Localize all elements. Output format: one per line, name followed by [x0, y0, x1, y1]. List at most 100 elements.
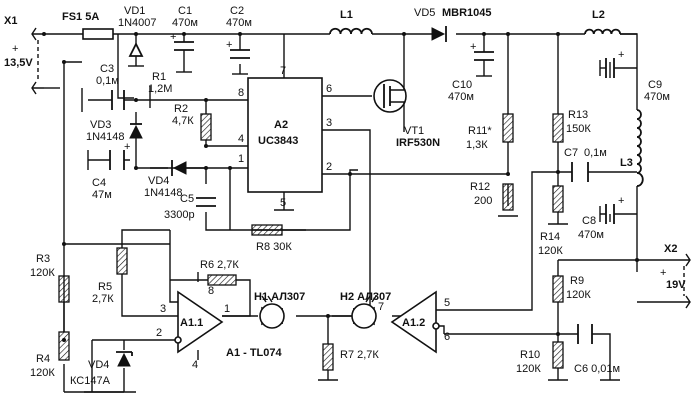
diode-vd1: VD1 1N4007 — [118, 5, 157, 57]
r2-value: 4,7К — [172, 115, 194, 127]
c5-value: 3300р — [164, 209, 195, 221]
c7-value: 0,1м — [584, 147, 607, 159]
pin-5: 5 — [280, 197, 286, 209]
c10-value: 470м — [448, 91, 474, 103]
fuse-fs1: FS1 5A — [62, 11, 114, 40]
x1-label: X1 — [4, 15, 17, 27]
l2-label: L2 — [592, 9, 605, 21]
r13-label: R13 — [568, 109, 588, 121]
r1-value: 1,2М — [148, 83, 172, 95]
led-h1: H1 АЛ307 — [254, 291, 305, 329]
resistor-r7: R7 2,7К — [318, 343, 379, 381]
a11-label: A1.1 — [180, 317, 203, 329]
resistor-r8: R8 30К — [251, 172, 352, 253]
r3-label: R3 — [36, 253, 50, 265]
capacitor-c1: + C1 470м — [170, 5, 198, 73]
l3-label: L3 — [620, 157, 633, 169]
a11-pin4: 4 — [192, 359, 198, 371]
capacitor-c7: C7 0,1м — [556, 147, 607, 182]
a12-pin6: 6 — [444, 331, 450, 343]
inductor-l2: L2 — [556, 9, 622, 36]
vd4a-label: VD4 — [148, 175, 169, 187]
c6-label: C6 0,01м — [574, 363, 620, 375]
pin-1: 1 — [238, 153, 244, 165]
r11-label: R11* — [468, 125, 492, 137]
resistor-r6: R6 2,7К — [200, 259, 239, 286]
r1-label: R1 — [152, 71, 166, 83]
capacitor-c2: + C2 470м — [226, 5, 252, 75]
c2-value: 470м — [226, 17, 252, 29]
resistor-r3: R3 120К — [30, 242, 70, 332]
svg-text:+: + — [470, 41, 476, 53]
c8-label: C8 — [582, 215, 596, 227]
transistor-vt1: VT1 IRF530N — [373, 70, 440, 149]
a2-type: UC3843 — [258, 135, 298, 147]
inductor-l1: L1 — [329, 9, 373, 35]
r11-value: 1,3К — [466, 139, 488, 151]
inductor-l3: L3 — [620, 109, 644, 187]
x2-label: X2 — [664, 243, 677, 255]
fs1-label: FS1 5A — [62, 11, 99, 23]
r5-value: 2,7К — [92, 293, 114, 305]
resistor-r11: R11* 1,3К — [466, 113, 514, 176]
pin-6: 6 — [326, 83, 332, 95]
pin-3: 3 — [326, 117, 332, 129]
output-voltage: 19V — [666, 279, 686, 291]
c7-label: C7 — [564, 147, 578, 159]
resistor-r5: R5 2,7К — [92, 247, 128, 305]
c9-label: C9 — [648, 79, 662, 91]
r7-label: R7 2,7К — [340, 349, 379, 361]
c9-value: 470м — [644, 91, 670, 103]
c8-value: 470м — [578, 229, 604, 241]
a12-pin5: 5 — [444, 297, 450, 309]
plus-sign: + — [12, 43, 18, 55]
pin-7: 7 — [280, 65, 286, 77]
r10-label: R10 — [520, 349, 540, 361]
capacitor-c6: C6 0,01м — [574, 324, 620, 381]
r8-label: R8 30К — [256, 241, 292, 253]
x1-connector: X1 13,5V + — [4, 15, 46, 95]
r2-label: R2 — [174, 103, 188, 115]
resistor-r9: R9 120К — [552, 275, 591, 303]
capacitor-c3: C3 0,1м — [62, 60, 125, 112]
r12-value: 200 — [474, 195, 492, 207]
resistor-r10: R10 120К — [516, 332, 568, 381]
vd4a-type: 1N4148 — [144, 187, 183, 199]
a1-label: A1 - TL074 — [226, 347, 283, 359]
vd3-label: VD3 — [90, 119, 111, 131]
r10-value: 120К — [516, 363, 541, 375]
vt1-label: VT1 — [404, 125, 424, 137]
resistor-r1: R1 1,2М — [148, 71, 172, 95]
opamp-a11: A1.1 3 2 8 1 4 — [156, 285, 230, 371]
svg-text:+: + — [618, 195, 624, 207]
r12-label: R12 — [470, 181, 490, 193]
c10-label: C10 — [452, 79, 472, 91]
ic-a2: A2 UC3843 8 7 6 3 4 1 2 5 — [238, 65, 332, 209]
a11-pin3: 3 — [160, 303, 166, 315]
svg-text:+: + — [170, 31, 176, 43]
r14-label: R14 — [540, 231, 560, 243]
c3-label: C3 — [100, 63, 114, 75]
vd1-label: VD1 — [124, 5, 145, 17]
vd5-type: MBR1045 — [442, 7, 492, 19]
svg-text:+: + — [226, 39, 232, 51]
a2-label: A2 — [274, 119, 288, 131]
a12-label: A1.2 — [402, 317, 425, 329]
h1-label: H1 АЛ307 — [254, 291, 305, 303]
capacitor-c10: + C10 470м — [448, 32, 510, 103]
r4-value: 120К — [30, 367, 55, 379]
r9-value: 120К — [566, 289, 591, 301]
c4-value: 47м — [92, 189, 112, 201]
resistor-r2: R2 4,7К — [172, 98, 212, 148]
vd3-type: 1N4148 — [86, 131, 125, 143]
c5-label: C5 — [180, 193, 194, 205]
capacitor-c5: C5 3300р — [164, 166, 232, 221]
r13-value: 150К — [566, 123, 591, 135]
vd5-label: VD5 — [414, 7, 435, 19]
resistor-r4: R4 120К — [30, 331, 70, 379]
r4-label: R4 — [36, 353, 50, 365]
diode-vd5: VD5 MBR1045 — [402, 7, 492, 42]
diode-vd3: VD3 1N4148 — [86, 98, 143, 143]
x2-connector: X2 19V + — [660, 243, 691, 309]
r14-value: 120К — [538, 245, 563, 257]
